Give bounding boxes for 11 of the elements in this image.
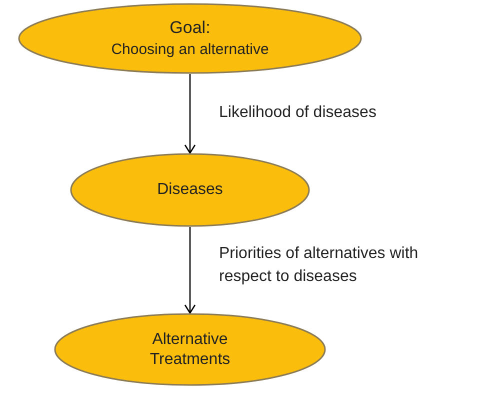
node-text: Choosing an alternative	[111, 41, 269, 60]
edge-label: Likelihood of diseases	[219, 103, 376, 123]
node-text: Alternative Treatments	[148, 330, 232, 370]
ellipse-node	[54, 313, 326, 386]
edge-label: Priorities of alternatives with respect to diseases	[219, 244, 420, 288]
node-heading: Goal:	[170, 17, 210, 38]
arrow	[184, 74, 196, 154]
ellipse-node	[18, 3, 362, 74]
node-text: Diseases	[157, 180, 223, 200]
ellipse-node	[70, 153, 310, 227]
arrow	[184, 227, 196, 314]
